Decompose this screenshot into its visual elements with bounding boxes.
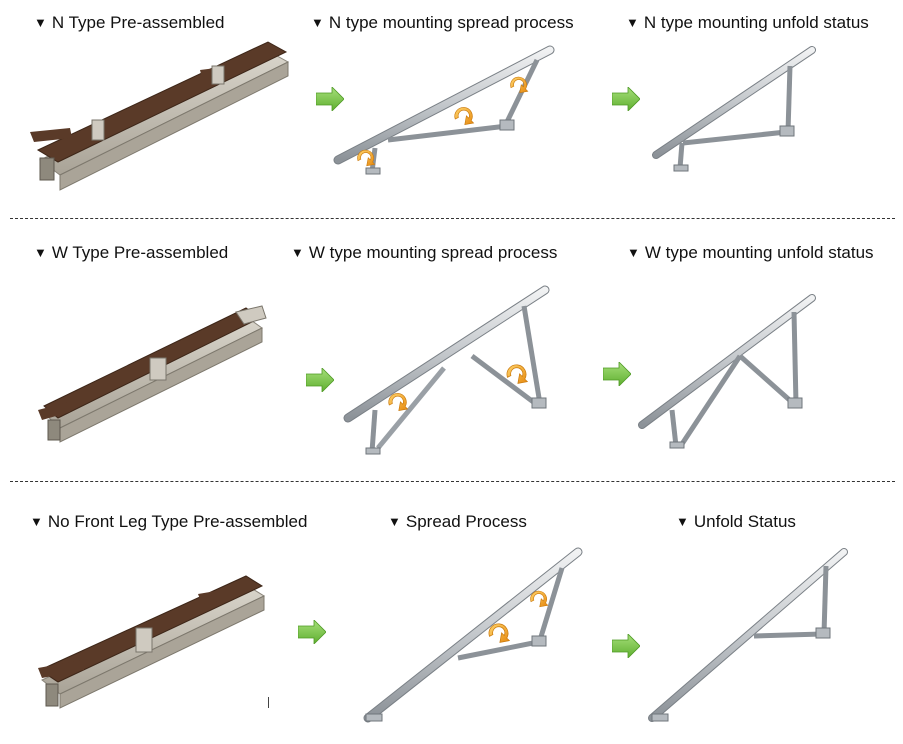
rotate-arrow-icon	[530, 590, 549, 608]
section-divider	[10, 218, 895, 219]
no-front-leg-pre-assembled-image	[38, 575, 266, 709]
caption-w-type-spread-process: ▼ W type mounting spread process	[291, 243, 557, 264]
caption-text: W Type Pre-assembled	[51, 243, 229, 262]
right-arrow-icon	[316, 87, 344, 111]
w-type-spread-process-image	[343, 285, 550, 455]
section-divider	[10, 481, 895, 482]
caption-text: Unfold Status	[693, 512, 796, 531]
w-type-unfold-status-image	[638, 294, 816, 449]
caption-text: Spread Process	[405, 512, 527, 531]
down-triangle-icon: ▼	[291, 245, 304, 260]
n-type-pre-assembled-image	[30, 41, 290, 191]
caption-text: No Front Leg Type Pre-assembled	[47, 512, 308, 531]
rotate-arrow-icon	[388, 393, 408, 411]
rotate-arrow-icon	[506, 364, 528, 384]
down-triangle-icon: ▼	[627, 245, 640, 260]
caption-text: W type mounting unfold status	[644, 243, 874, 262]
right-arrow-icon	[298, 620, 326, 644]
no-front-leg-spread-process-image	[363, 547, 583, 723]
caption-text: N Type Pre-assembled	[51, 13, 225, 32]
w-type-pre-assembled-image	[38, 305, 267, 443]
caption-text: N type mounting unfold status	[643, 13, 869, 32]
caption-n-type-unfold-status: ▼ N type mounting unfold status	[626, 13, 869, 34]
right-arrow-icon	[603, 362, 631, 386]
rotate-arrow-icon	[488, 623, 510, 643]
down-triangle-icon: ▼	[30, 514, 43, 529]
stray-mark	[268, 697, 269, 708]
right-arrow-icon	[612, 634, 640, 658]
n-type-spread-process-image	[333, 45, 555, 175]
right-arrow-icon	[612, 87, 640, 111]
right-arrow-icon	[306, 368, 334, 392]
caption-text: W type mounting spread process	[308, 243, 558, 262]
down-triangle-icon: ▼	[34, 245, 47, 260]
no-front-leg-unfold-status-image	[648, 548, 848, 722]
caption-w-type-pre-assembled: ▼ W Type Pre-assembled	[34, 243, 228, 264]
caption-spread-process: ▼ Spread Process	[388, 512, 527, 533]
down-triangle-icon: ▼	[311, 15, 324, 30]
caption-n-type-pre-assembled: ▼ N Type Pre-assembled	[34, 13, 224, 34]
rotate-arrow-icon	[454, 107, 474, 125]
caption-text: N type mounting spread process	[328, 13, 574, 32]
down-triangle-icon: ▼	[34, 15, 47, 30]
caption-w-type-unfold-status: ▼ W type mounting unfold status	[627, 243, 874, 264]
caption-no-front-leg-pre-assembled: ▼ No Front Leg Type Pre-assembled	[30, 512, 307, 533]
down-triangle-icon: ▼	[388, 514, 401, 529]
down-triangle-icon: ▼	[676, 514, 689, 529]
caption-unfold-status: ▼ Unfold Status	[676, 512, 796, 533]
n-type-unfold-status-image	[652, 46, 816, 172]
down-triangle-icon: ▼	[626, 15, 639, 30]
caption-n-type-spread-process: ▼ N type mounting spread process	[311, 13, 574, 34]
